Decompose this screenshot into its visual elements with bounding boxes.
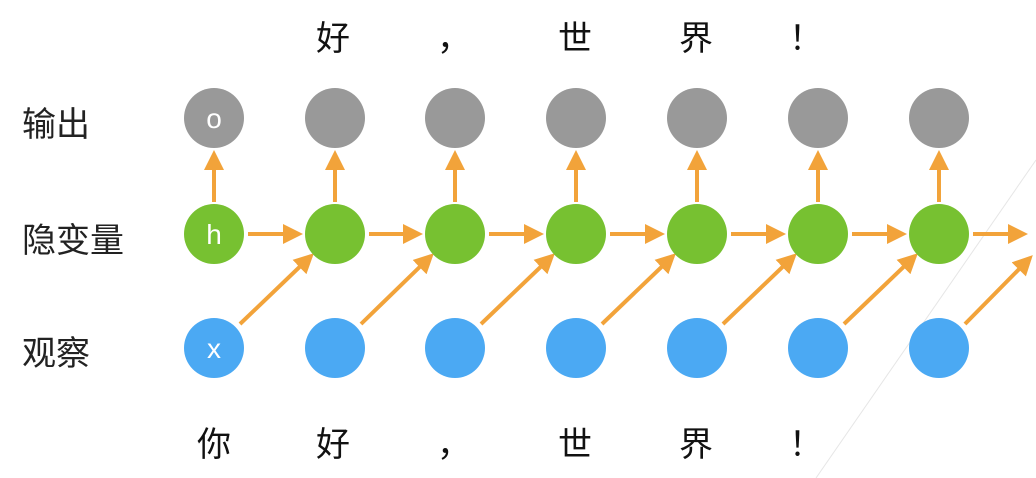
output-node (546, 88, 606, 148)
output-node: o (184, 88, 244, 148)
hidden-node (667, 204, 727, 264)
output-node (667, 88, 727, 148)
input-token: 世 (558, 425, 592, 465)
input-node (667, 318, 727, 378)
input-node (788, 318, 848, 378)
arrow-input-to-hidden (359, 253, 434, 326)
arrow-input-to-hidden (721, 253, 797, 326)
row-label-output: 输出 (22, 105, 90, 145)
input-node (425, 318, 485, 378)
hidden-node: h (184, 204, 244, 264)
input-node-letter: x (207, 333, 221, 364)
arrow-input-to-hidden (479, 253, 555, 326)
output-node (909, 88, 969, 148)
input-node (305, 318, 365, 378)
input-node (909, 318, 969, 378)
output-token: ！ (789, 19, 823, 59)
hidden-node (305, 204, 365, 264)
hidden-node (909, 204, 969, 264)
input-token: 界 (679, 425, 713, 465)
arrow-input-to-hidden (600, 253, 676, 326)
output-token: ， (437, 19, 471, 59)
input-node: x (184, 318, 244, 378)
hidden-node (546, 204, 606, 264)
row-label-observation: 观察 (22, 334, 90, 374)
row-label-hidden: 隐变量 (22, 221, 124, 261)
output-node (305, 88, 365, 148)
input-token: ！ (789, 425, 823, 465)
output-node-letter: o (206, 103, 222, 134)
hidden-node-letter: h (206, 219, 222, 250)
output-node (788, 88, 848, 148)
decorative-line (815, 159, 1036, 478)
nodes-layer: o h x (184, 88, 969, 378)
arrow-input-to-hidden (842, 253, 918, 326)
input-token: 你 (197, 425, 231, 465)
input-token: 好 (316, 425, 350, 465)
hidden-node (425, 204, 485, 264)
arrow-input-to-hidden (238, 253, 314, 326)
input-token: ， (437, 425, 471, 465)
output-token: 界 (679, 19, 713, 59)
edges-layer (204, 150, 1033, 326)
arrow-input-to-hidden (963, 255, 1033, 326)
input-node (546, 318, 606, 378)
output-token: 世 (558, 19, 592, 59)
output-node (425, 88, 485, 148)
hidden-node (788, 204, 848, 264)
output-token: 好 (316, 19, 350, 59)
